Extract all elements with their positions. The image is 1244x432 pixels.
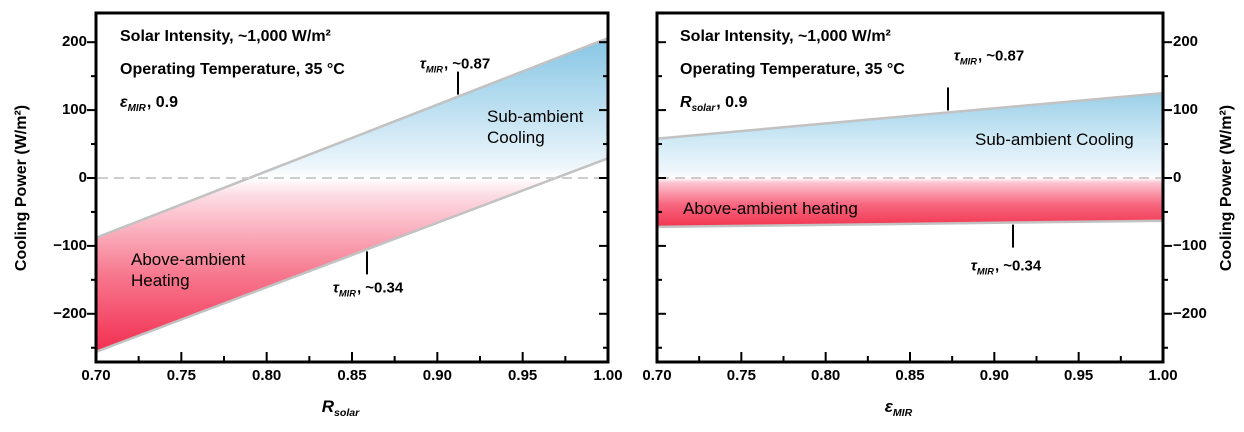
right-above-ambient-heating-label: Above-ambient heating: [683, 198, 858, 219]
cooling-heating-band: [657, 93, 1163, 227]
region-label-line: Above-ambient: [131, 250, 246, 269]
right-tau-034-annotation: τMIR, ~0.34: [970, 257, 1042, 277]
region-label-line: Sub-ambient: [487, 107, 584, 126]
tau-subscript: MIR: [976, 266, 994, 277]
x-tick-label: 0.75: [726, 367, 756, 384]
x-tick-label: 0.90: [422, 367, 452, 384]
r-subscript: solar: [691, 103, 716, 114]
y-tick-label: 200: [61, 33, 87, 51]
y-tick-label: 0: [1173, 168, 1182, 186]
tau-value: , ~0.87: [443, 55, 491, 73]
y-tick-label: 0: [78, 168, 87, 186]
left-x-axis-label: Rsolar: [321, 397, 360, 419]
x-tick-label: 1.00: [593, 367, 623, 384]
y-tick-label: 100: [61, 101, 87, 119]
left-tau-087-annotation: τMIR, ~0.87: [419, 55, 491, 75]
region-label-line: Above-ambient heating: [683, 199, 858, 218]
tau-symbol: τ: [419, 55, 426, 73]
x-axis-symbol: ε: [884, 397, 893, 416]
lower-boundary-line: [95, 157, 609, 353]
tau-symbol: τ: [953, 47, 960, 65]
region-label-line: Heating: [131, 271, 190, 290]
tau-value: , ~0.34: [994, 257, 1042, 275]
y-tick-label: −200: [1173, 304, 1207, 322]
x-tick-label: 0.70: [81, 367, 111, 384]
region-label-line: Sub-ambient Cooling: [975, 130, 1134, 149]
y-tick-label: 200: [1173, 33, 1199, 51]
x-tick-label: 0.85: [337, 367, 367, 384]
x-axis-subscript: solar: [334, 407, 360, 419]
x-tick-label: 0.90: [979, 367, 1009, 384]
x-axis-subscript: MIR: [892, 407, 913, 419]
left-param-emissivity: εMIR, 0.9: [120, 94, 178, 114]
right-x-axis-label: εMIR: [884, 397, 913, 419]
right-param-reflectance: Rsolar, 0.9: [680, 94, 748, 114]
x-tick-label: 0.80: [811, 367, 841, 384]
lower-boundary-line: [656, 219, 1164, 229]
panel-right: [655, 11, 1172, 364]
epsilon-subscript: MIR: [127, 103, 146, 114]
epsilon-value: , 0.9: [146, 94, 178, 111]
left-y-axis-label: Cooling Power (W/m²): [13, 104, 30, 272]
panel-left: [87, 11, 610, 364]
x-tick-label: 1.00: [1148, 367, 1178, 384]
tau-symbol: τ: [332, 279, 339, 297]
tau-subscript: MIR: [959, 56, 977, 67]
right-tau-087-annotation: τMIR, ~0.87: [953, 47, 1025, 67]
left-tau-034-annotation: τMIR, ~0.34: [332, 279, 404, 299]
r-symbol: R: [680, 94, 692, 111]
r-value: , 0.9: [716, 94, 748, 111]
x-tick-label: 0.95: [1064, 367, 1094, 384]
x-tick-label: 0.85: [895, 367, 925, 384]
tau-subscript: MIR: [338, 288, 356, 299]
y-tick-label: −100: [1173, 236, 1207, 254]
epsilon-symbol: ε: [120, 94, 128, 111]
right-param-operating-temperature: Operating Temperature, 35 °C: [680, 61, 905, 78]
x-tick-label: 0.95: [508, 367, 538, 384]
left-param-solar-intensity: Solar Intensity, ~1,000 W/m²: [120, 28, 331, 45]
right-param-solar-intensity: Solar Intensity, ~1,000 W/m²: [680, 28, 891, 45]
x-tick-label: 0.75: [166, 367, 196, 384]
tau-subscript: MIR: [425, 64, 443, 75]
region-label-line: Cooling: [487, 128, 545, 147]
right-sub-ambient-cooling-label: Sub-ambient Cooling: [975, 129, 1134, 150]
upper-boundary-line: [95, 36, 609, 239]
tau-value: , ~0.34: [356, 279, 404, 297]
plot-border: [94, 11, 610, 364]
x-tick-label: 0.80: [252, 367, 282, 384]
x-axis-symbol: R: [321, 397, 335, 416]
tau-symbol: τ: [970, 257, 977, 275]
cooling-heating-band: [96, 38, 608, 352]
y-tick-label: −200: [53, 304, 87, 322]
upper-boundary-line: [656, 91, 1164, 140]
plot-border: [655, 11, 1165, 364]
y-tick-label: 100: [1173, 101, 1199, 119]
x-tick-label: 0.70: [642, 367, 672, 384]
y-tick-label: −100: [53, 236, 87, 254]
left-param-operating-temperature: Operating Temperature, 35 °C: [120, 61, 345, 78]
tau-value: , ~0.87: [977, 47, 1025, 65]
